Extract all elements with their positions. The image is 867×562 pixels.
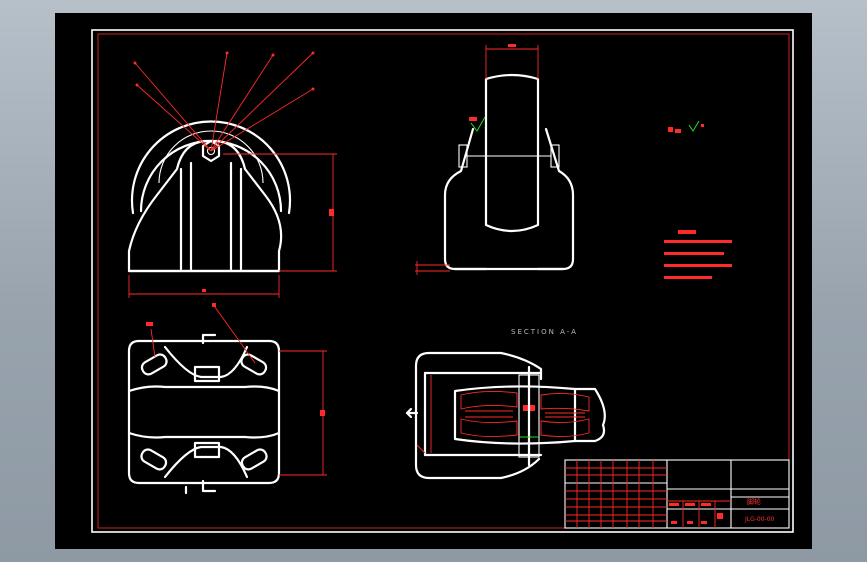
top-dimensions — [146, 303, 327, 476]
cad-viewport[interactable]: SECTION A-A — [55, 13, 812, 549]
side-dimensions — [415, 44, 539, 275]
side-view[interactable] — [415, 44, 575, 275]
section-mark-arrow — [405, 407, 419, 419]
roughness-note — [668, 120, 704, 133]
part-name: 脚轮 — [747, 497, 761, 506]
wheel-tyre-side — [484, 73, 540, 233]
wheel-band-upper — [127, 385, 281, 393]
wheel-hub-arc — [158, 130, 264, 184]
roughness-symbol-side — [470, 116, 486, 132]
slot-top-right — [240, 353, 268, 376]
axle-nut — [201, 139, 221, 163]
wheel-outer-arc — [130, 120, 292, 215]
nut-bottom — [193, 441, 221, 459]
wheel-inner-arc — [139, 139, 283, 213]
title-block-grid — [565, 460, 731, 528]
title-block[interactable]: 脚轮 JLG-00-00 — [564, 459, 790, 529]
axle-bolt — [206, 146, 216, 156]
nut-top — [193, 365, 221, 383]
section-marker-top — [201, 333, 217, 345]
slot-bottom-right — [240, 448, 268, 471]
top-plate-outline — [127, 339, 281, 485]
slot-bottom-left — [140, 448, 168, 471]
top-view[interactable] — [127, 303, 327, 495]
fork-left — [443, 127, 488, 271]
section-view[interactable]: SECTION A-A — [405, 328, 606, 480]
top-plate-upper-cutout — [163, 345, 249, 379]
inner-frame — [97, 33, 790, 529]
front-view[interactable] — [127, 51, 337, 299]
section-marker-bottom — [201, 479, 217, 493]
front-leader-lines — [133, 51, 315, 152]
section-housing-top — [499, 351, 543, 381]
wheel-band-lower — [127, 431, 281, 439]
top-plate-lower-cutout — [163, 445, 249, 479]
outer-frame — [91, 29, 794, 533]
front-dimensions — [128, 153, 337, 298]
section-housing — [414, 351, 541, 480]
drawing-number: JLG-00-00 — [744, 516, 775, 523]
section-label: SECTION A-A — [511, 328, 578, 336]
section-tyre — [453, 385, 606, 445]
cad-drawing: SECTION A-A — [91, 29, 794, 533]
slot-top-left — [140, 353, 168, 376]
section-hatching — [416, 375, 590, 454]
fork-right — [536, 127, 575, 271]
technical-requirements — [664, 230, 732, 279]
